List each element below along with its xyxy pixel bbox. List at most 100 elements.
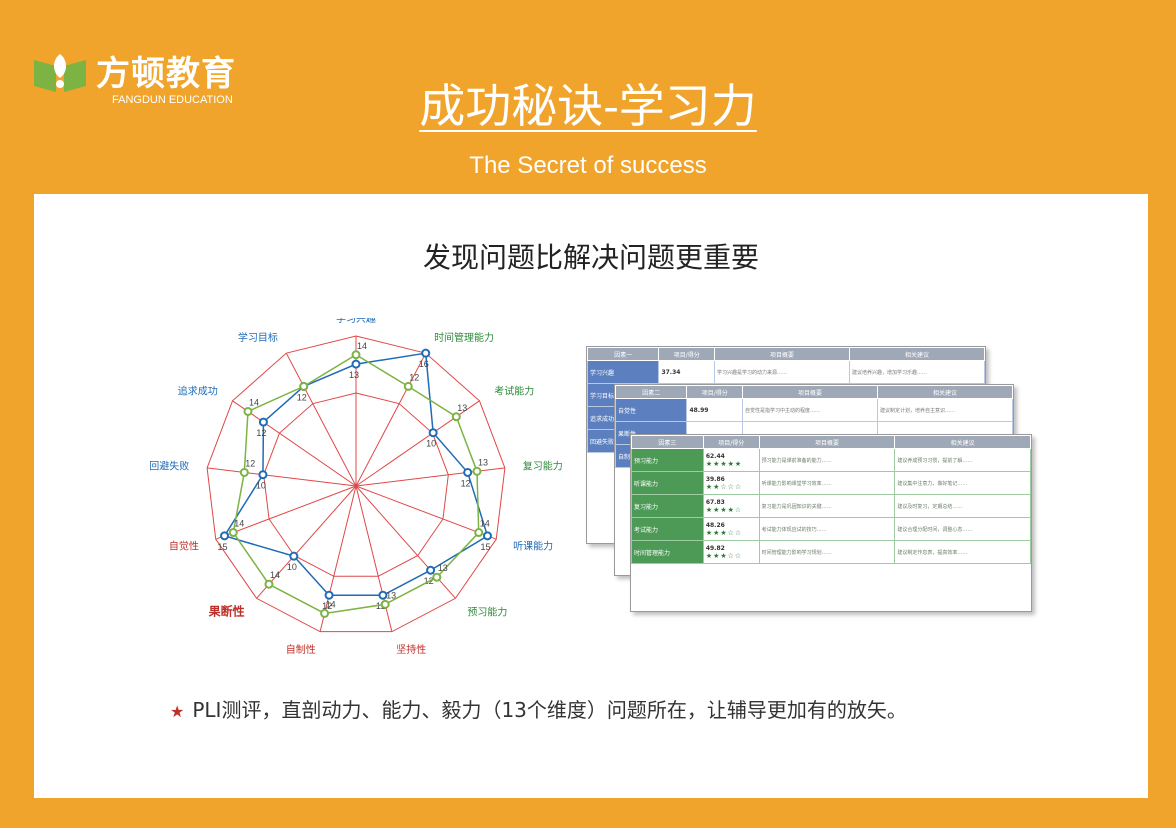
radar-point — [380, 599, 390, 609]
radar-grid-inner — [263, 392, 449, 577]
radar-point — [421, 348, 431, 358]
radar-point — [264, 579, 274, 589]
radar-spoke — [215, 485, 357, 540]
table-cell-label: 预习能力 — [631, 448, 704, 472]
star-rating: ★★★☆☆ — [705, 528, 743, 537]
radar-chart: 1316101215121212101510121214121313141313… — [149, 318, 563, 656]
radar-category-label: 听课能力 — [513, 540, 553, 553]
radar-series-line — [232, 353, 480, 615]
radar-point — [258, 470, 268, 480]
radar-spoke — [319, 485, 357, 632]
table-cell-advice: 建议养成预习习惯，提前了解…… — [894, 448, 1031, 472]
radar-point — [228, 528, 238, 538]
radar-value-label: 12 — [322, 601, 332, 611]
table-cell-summary: 听课能力影响课堂学习效率…… — [758, 471, 896, 495]
table-cell-summary: 学习兴趣是学习的动力来源…… — [714, 360, 850, 384]
radar-value-label: 12 — [245, 458, 255, 468]
radar-value-label: 10 — [426, 439, 436, 449]
radar-value-label: 14 — [357, 341, 367, 351]
table-header-cell: 因素一 — [587, 347, 660, 361]
radar-value-label: 14 — [326, 599, 336, 609]
radar-point — [299, 381, 309, 391]
radar-value-label: 14 — [270, 570, 280, 580]
radar-spoke — [355, 485, 456, 599]
radar-category-label: 回避失败 — [149, 460, 189, 473]
radar-point — [220, 531, 230, 541]
radar-value-label: 14 — [234, 519, 244, 529]
radar-category-label: 自制性 — [286, 643, 316, 656]
radar-point — [432, 572, 442, 582]
star-rating: ★★★★☆ — [705, 505, 743, 514]
table-header-cell: 因素三 — [631, 435, 704, 449]
table-cell-label: 时间管理能力 — [631, 540, 704, 564]
radar-value-label: 12 — [409, 372, 419, 382]
radar-spoke — [285, 352, 357, 487]
radar-spoke — [355, 485, 497, 540]
table-cell-advice: 建议合理分配时间，调整心态…… — [894, 517, 1031, 541]
table-cell-summary: 预习能力是课前准备的能力…… — [758, 448, 896, 472]
table-cell-advice: 建议及时复习，定期总结…… — [894, 494, 1031, 518]
radar-point — [482, 531, 492, 541]
radar-category-label: 预习能力 — [467, 606, 507, 619]
table-cell-score: 39.86★★☆☆☆ — [702, 471, 760, 495]
table-cell-score: 67.83★★★★☆ — [702, 494, 760, 518]
table-cell-advice: 建议制定计划，培养自主意识…… — [877, 398, 1013, 422]
table-cell-summary: 自觉性是指学习中主动的程度…… — [742, 398, 878, 422]
radar-value-label: 14 — [480, 519, 490, 529]
radar-value-label: 12 — [297, 392, 307, 402]
radar-category-label: 复习能力 — [523, 460, 563, 473]
star-rating: ★★☆☆☆ — [705, 482, 743, 491]
radar-spoke — [232, 400, 357, 487]
radar-category-label: 学习目标 — [238, 331, 278, 344]
radar-point — [351, 350, 361, 360]
radar-grid-outer — [206, 335, 506, 633]
table-header-cell: 相关建议 — [894, 435, 1031, 449]
radar-value-label: 12 — [461, 478, 471, 488]
radar-category-label: 考试能力 — [494, 385, 534, 398]
radar-point — [239, 467, 249, 477]
radar-category-label: 时间管理能力 — [434, 331, 494, 344]
table-header-cell: 项目概要 — [742, 385, 878, 399]
radar-category-label: 追求成功 — [178, 385, 218, 398]
table-cell-summary: 复习能力是巩固知识的关键…… — [758, 494, 896, 518]
radar-spoke — [256, 485, 357, 599]
table-header-cell: 项目/得分 — [686, 385, 744, 399]
radar-value-label: 15 — [480, 542, 490, 552]
brand-subname: FANGDUN EDUCATION — [112, 94, 233, 106]
page-title: 成功秘诀-学习力 — [419, 79, 757, 133]
radar-category-label: 坚持性 — [396, 643, 426, 656]
radar-value-label: 10 — [256, 481, 266, 491]
radar-value-label: 10 — [287, 562, 297, 572]
radar-value-label: 14 — [249, 397, 259, 407]
radar-spoke — [207, 467, 357, 487]
radar-point — [243, 406, 253, 416]
table-cell-summary: 考试能力体现应试的技巧…… — [758, 517, 896, 541]
table-cell-score: 48.26★★★☆☆ — [702, 517, 760, 541]
radar-point — [451, 412, 461, 422]
bullet-text: PLI测评，直剖动力、能力、毅力（13个维度）问题所在，让辅导更加有的放矢。 — [192, 698, 907, 722]
radar-point — [403, 381, 413, 391]
radar-category-label: 果断性 — [208, 604, 245, 619]
table-cell-summary: 时间管理能力影响学习规划…… — [758, 540, 896, 564]
radar-value-label: 15 — [218, 542, 228, 552]
radar-point — [378, 590, 388, 600]
radar-spoke — [355, 352, 427, 487]
radar-category-label: 学习兴趣 — [336, 318, 376, 325]
radar-value-label: 12 — [376, 601, 386, 611]
table-header-cell: 项目/得分 — [658, 347, 716, 361]
radar-value-label: 13 — [457, 403, 467, 413]
radar-value-label: 13 — [386, 590, 396, 600]
bullet-point: ★PLI测评，直剖动力、能力、毅力（13个维度）问题所在，让辅导更加有的放矢。 — [170, 694, 907, 723]
table-cell-advice: 建议集中注意力，做好笔记…… — [894, 471, 1031, 495]
radar-value-label: 16 — [419, 359, 429, 369]
radar-point — [258, 417, 268, 427]
panel-title: 发现问题比解决问题更重要 — [422, 241, 759, 274]
